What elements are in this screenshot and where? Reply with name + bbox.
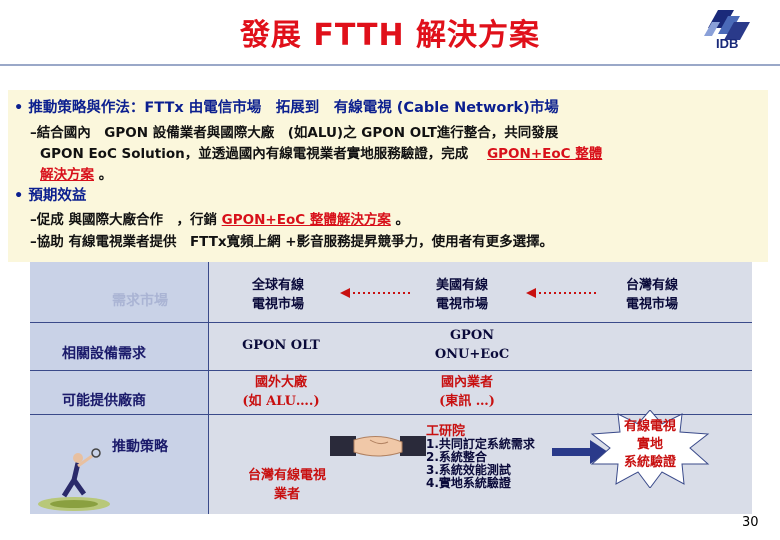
column-divider [208, 262, 209, 514]
benefit-label: 預期效益 [28, 188, 87, 204]
vendor-domestic: 國內業者 (東訊 …) [412, 373, 522, 411]
solution-highlight: GPON+EoC 整體 [487, 146, 603, 162]
page-number: 30 [742, 515, 759, 530]
itri-item: 4.實地系統驗證 [426, 476, 511, 490]
handshake-illustration [330, 436, 426, 457]
benefit-highlight: GPON+EoC 整體解決方案 [221, 212, 391, 228]
verify-line2: 實地 [636, 437, 663, 452]
row-divider [30, 414, 752, 415]
arrow-right [552, 440, 608, 464]
vendor-foreign-line1: 國外大廠 [254, 375, 307, 390]
logo-text: IDB [716, 36, 739, 51]
market-us-line1: 美國有線 [435, 278, 488, 293]
equipment-onu-line2: ONU+EoC [434, 347, 510, 362]
verification-starburst [590, 410, 710, 488]
benefit-line2: –協助 有線電視業者提供 FTTx寬頻上網 +影音服務提昇競爭力，使用者有更多選… [30, 234, 554, 250]
solution-highlight-cont: 解決方案 [40, 167, 94, 183]
strategy-sub-line3: 解決方案 。 [40, 163, 112, 183]
row-label-equipment: 相關設備需求 [62, 346, 146, 362]
bullet-section [8, 90, 768, 262]
benefit-bullet: • 預期效益 [14, 184, 86, 205]
strategy-text: ：FTTx 由電信市場 拓展到 有線電視 (Cable Network)市場 [129, 100, 559, 116]
equipment-onu-line1: GPON [449, 328, 495, 343]
period: 。 [395, 212, 410, 228]
equipment-olt: GPON OLT [242, 338, 320, 353]
market-global-line2: 電視市場 [251, 297, 304, 312]
row-divider [30, 322, 752, 323]
itri-item: 2.系統整合 [426, 450, 487, 464]
vendor-foreign-line2: (如 ALU….) [242, 394, 320, 409]
vendor-domestic-line2: (東訊 …) [439, 394, 495, 409]
row-divider [30, 370, 752, 371]
itri-item: 1.共同訂定系統需求 [426, 437, 535, 451]
title-divider [0, 64, 780, 66]
market-us-line2: 電視市場 [435, 297, 488, 312]
market-tw: 台灣有線 電視市場 [602, 276, 702, 314]
market-tw-line2: 電視市場 [625, 297, 678, 312]
strategy-sub-line1: –結合國內 GPON 設備業者與國際大廠 (如ALU)之 GPON OLT進行整… [30, 125, 559, 141]
vendor-foreign: 國外大廠 (如 ALU….) [226, 373, 336, 411]
row-label-market: 需求市場 [112, 293, 168, 309]
verify-line3: 系統驗證 [623, 455, 676, 470]
bullet-dot: • [14, 188, 29, 204]
benefit-line1: –促成 與國際大廠合作 ，行銷 GPON+EoC 整體解決方案 。 [30, 208, 409, 228]
strategy-operator-line2: 業者 [273, 487, 300, 502]
market-us: 美國有線 電視市場 [412, 276, 512, 314]
strategy-bullet: • 推動策略與作法：FTTx 由電信市場 拓展到 有線電視 (Cable Net… [14, 96, 559, 117]
page-title: 發展 FTTH 解決方案 [239, 18, 541, 53]
itri-title: 工研院 [426, 424, 466, 439]
vendor-domestic-line1: 國內業者 [440, 375, 493, 390]
bullet-dot: • [14, 100, 29, 116]
strategy-label: 推動策略與作法 [28, 100, 130, 116]
strategy-verify: 有線電視 實地 系統驗證 [614, 418, 686, 472]
market-global-line1: 全球有線 [251, 278, 304, 293]
market-tw-line1: 台灣有線 [625, 278, 678, 293]
strategy-sub-line2: GPON EoC Solution，並透過國內有線電視業者實地服務驗證，完成 G… [40, 142, 602, 162]
strategy-sub-line2-text: GPON EoC Solution，並透過國內有線電視業者實地服務驗證，完成 [40, 146, 469, 162]
strategy-operator: 台灣有線電視 業者 [232, 466, 342, 504]
equipment-onu: GPON ONU+EoC [412, 326, 532, 364]
verify-line1: 有線電視 [623, 419, 676, 434]
strategy-operator-line1: 台灣有線電視 [247, 468, 326, 483]
idb-logo [704, 10, 750, 40]
tennis-player-illustration [38, 448, 110, 511]
benefit-line1-text: –促成 與國際大廠合作 ，行銷 [30, 212, 217, 228]
period: 。 [98, 167, 113, 183]
table-row-header-column [30, 262, 208, 514]
market-global: 全球有線 電視市場 [230, 276, 326, 314]
row-label-strategy: 推動策略 [112, 439, 168, 455]
itri-item: 3.系統效能測試 [426, 463, 511, 477]
row-label-vendors: 可能提供廠商 [62, 393, 146, 409]
itri-items: 1.共同訂定系統需求 2.系統整合 3.系統效能測試 4.實地系統驗證 [426, 438, 535, 490]
